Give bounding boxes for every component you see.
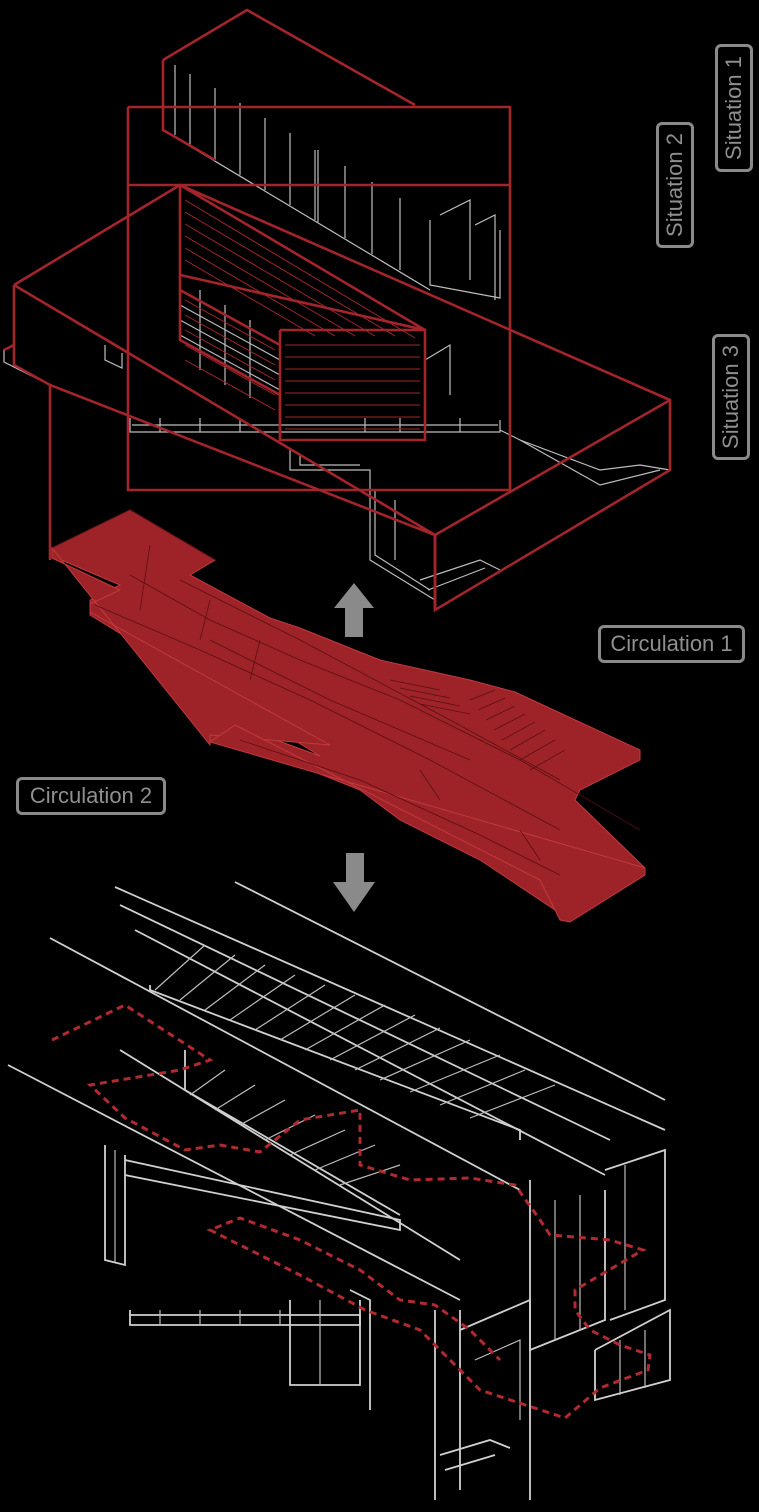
arrow-down-icon xyxy=(333,853,375,912)
label-situation-3: Situation 3 xyxy=(712,334,750,460)
label-situation-1: Situation 1 xyxy=(715,44,753,172)
stair-treads xyxy=(389,679,566,771)
hatch-lines xyxy=(184,199,420,430)
circulation-slab xyxy=(51,509,646,923)
building-linework-bottom xyxy=(7,881,671,1500)
building-linework-top xyxy=(3,60,671,601)
label-circulation-1: Circulation 1 xyxy=(598,625,745,663)
roof-hatching xyxy=(154,944,556,1186)
circulation-path-dashed xyxy=(51,1003,652,1420)
label-situation-2: Situation 2 xyxy=(656,122,694,248)
label-circulation-2: Circulation 2 xyxy=(16,777,166,815)
arrow-up-icon xyxy=(334,583,374,637)
situation-volumes-red xyxy=(3,8,672,613)
